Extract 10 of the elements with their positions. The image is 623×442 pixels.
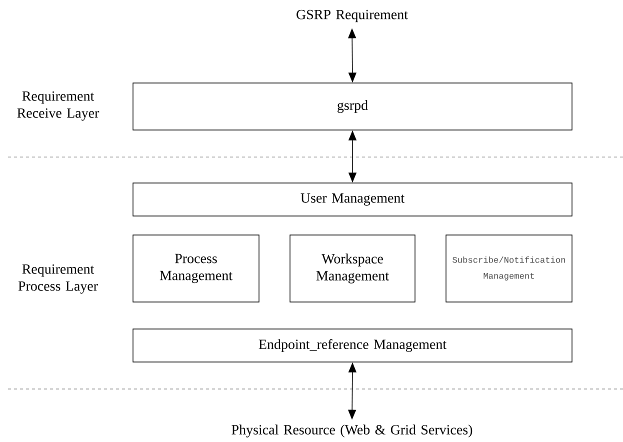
text-label: GSRP Requirement <box>296 10 408 22</box>
text-label: Physical Resource (Web & Grid Services) <box>232 424 472 438</box>
layer-label: Requirement Process Layer <box>18 264 98 294</box>
process-box: Workspace Management <box>290 234 416 302</box>
layer-label: Requirement Receive Layer <box>17 91 100 121</box>
process-box: Subscribe/Notification Management <box>446 234 572 302</box>
process-box: gsrpd <box>132 82 572 130</box>
process-box: User Management <box>132 182 572 216</box>
process-box: Endpoint_reference Management <box>132 328 572 362</box>
process-box: Process Management <box>132 234 260 302</box>
